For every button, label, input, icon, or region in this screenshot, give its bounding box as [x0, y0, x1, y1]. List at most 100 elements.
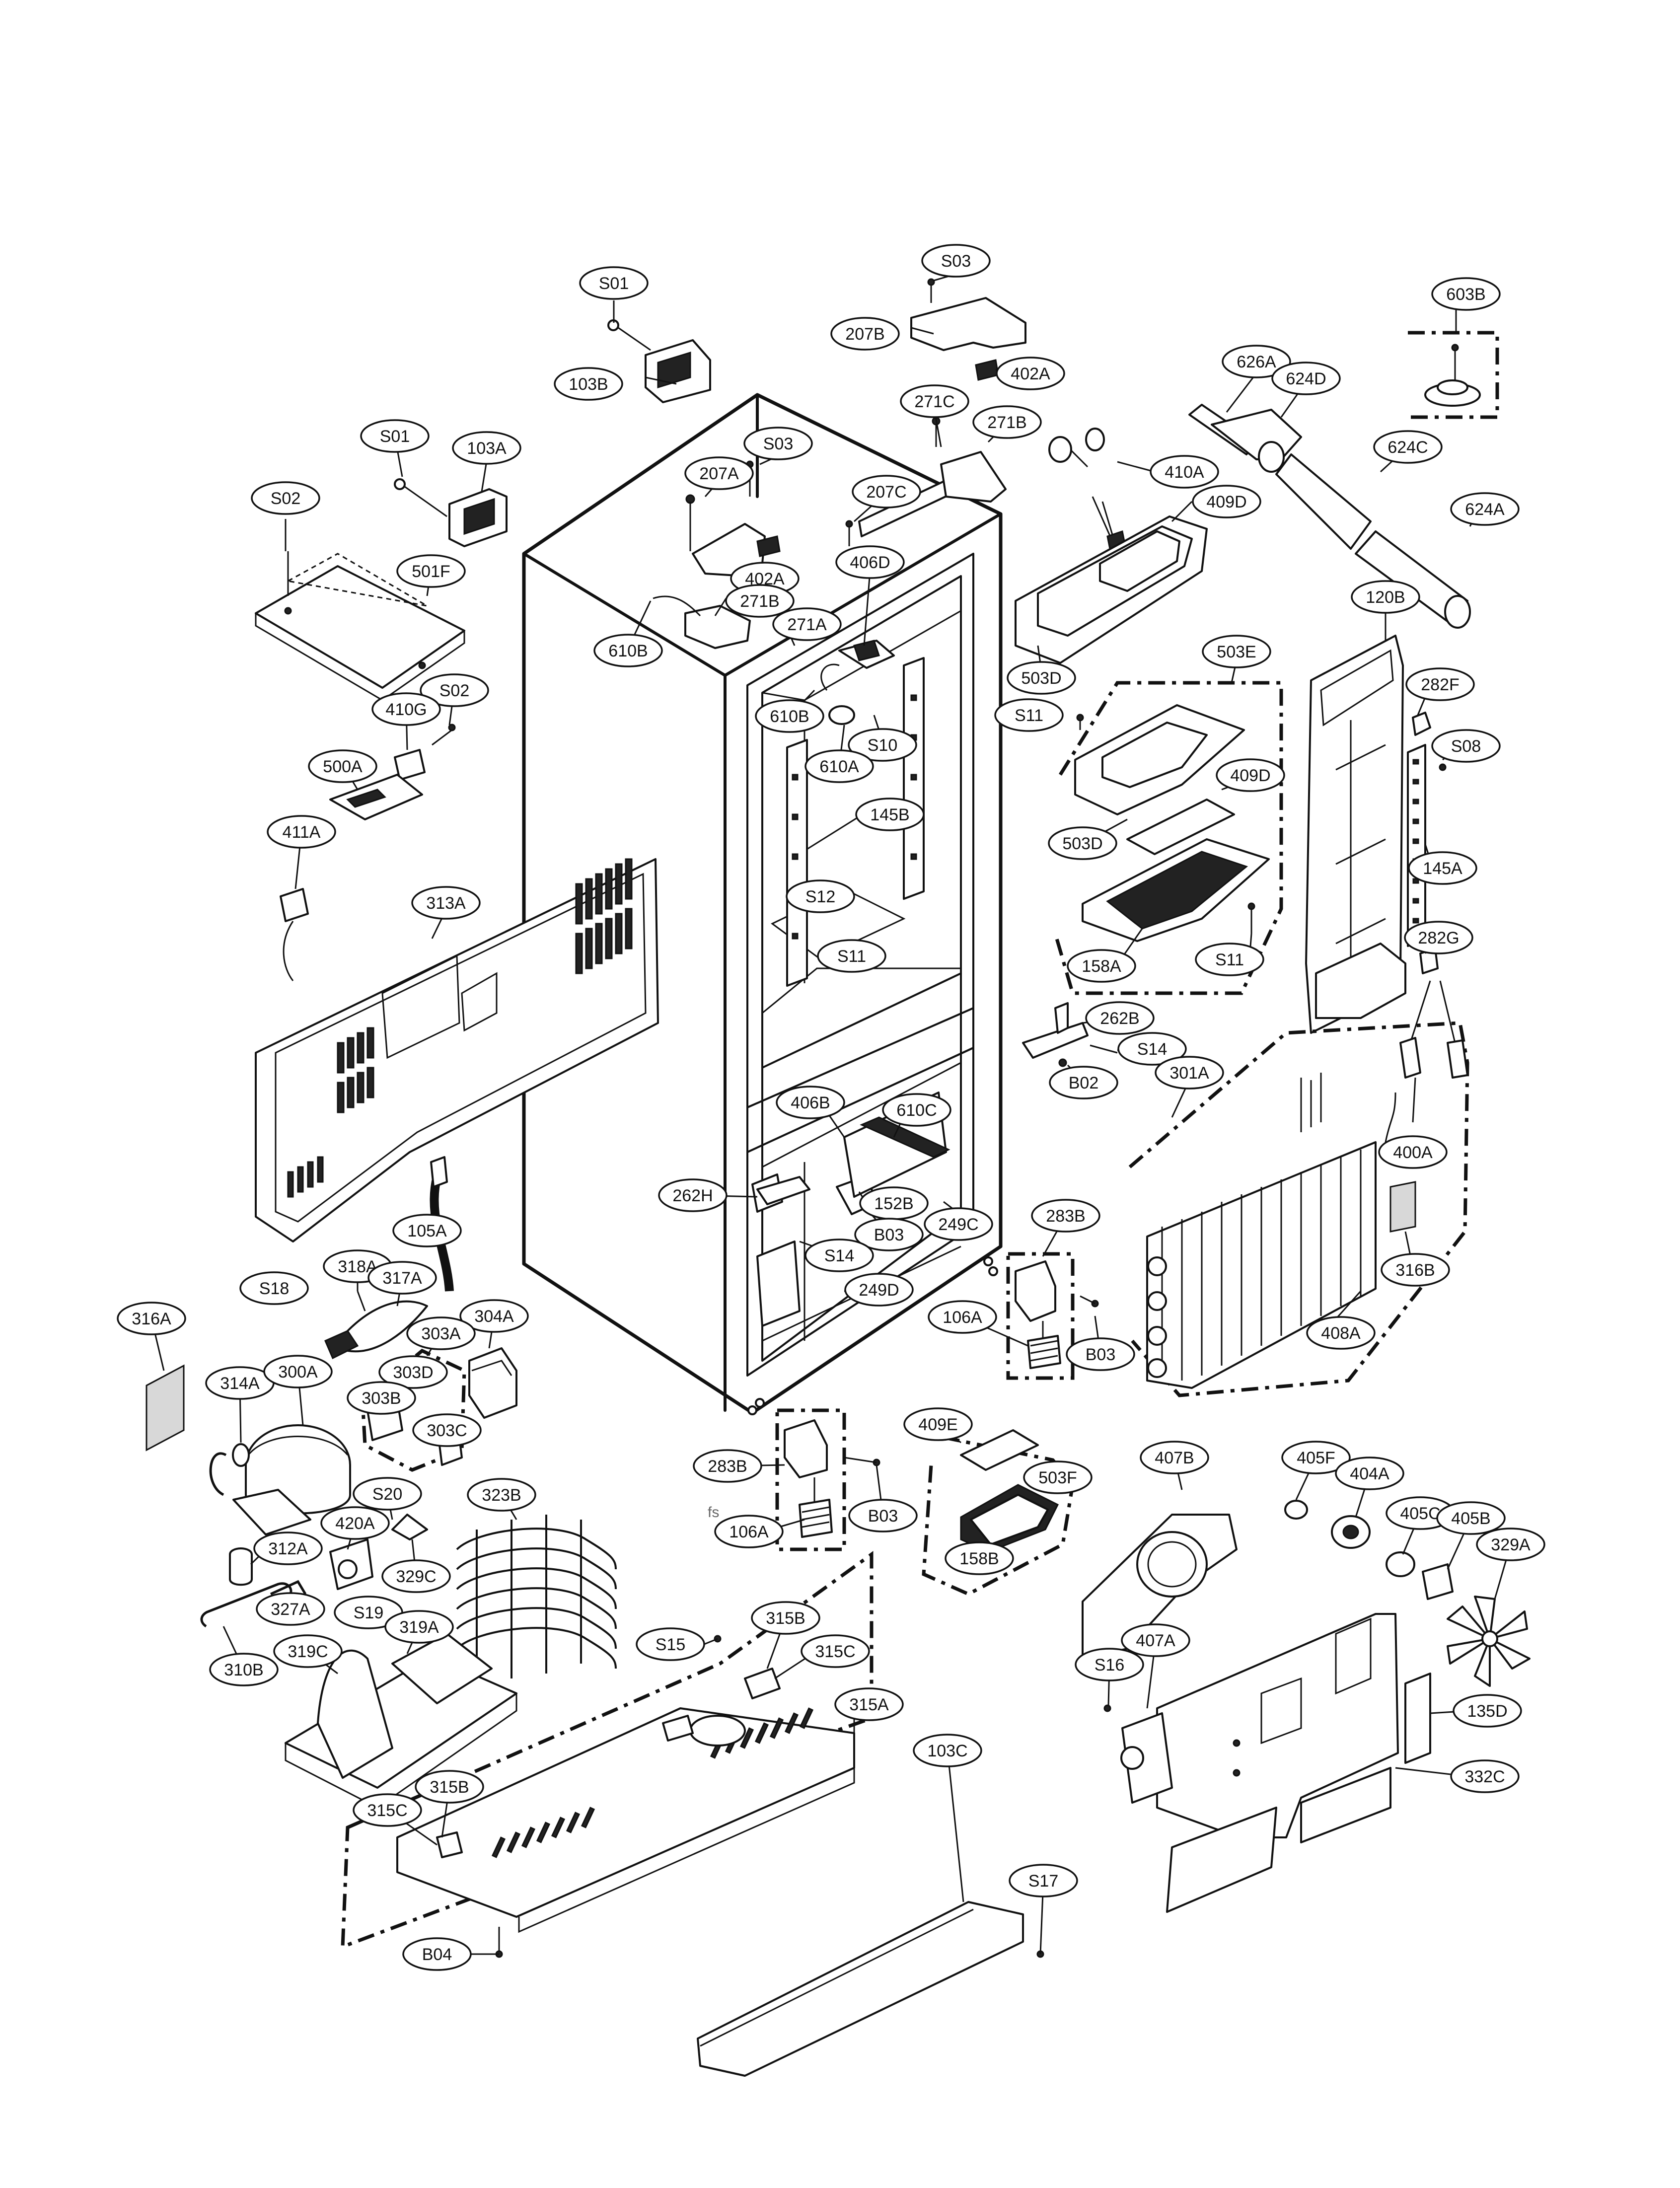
- callout-label: 406D: [850, 553, 890, 572]
- callout-label: 323B: [482, 1486, 521, 1505]
- callout-label: 626A: [1237, 353, 1276, 371]
- callout-oval: [725, 584, 795, 618]
- callout-label: 315B: [430, 1778, 469, 1797]
- callout-oval: [371, 692, 441, 726]
- callout-313a: 313A: [411, 886, 481, 920]
- callout-label: 319A: [399, 1618, 439, 1637]
- callout-b02: B02: [1049, 1066, 1118, 1099]
- callout-oval: [801, 1634, 870, 1668]
- callout-303c: 303C: [412, 1413, 482, 1447]
- callout-oval: [1431, 729, 1501, 763]
- callout-315a: 315A: [834, 1687, 904, 1721]
- callout-label: 405F: [1297, 1449, 1335, 1467]
- callout-271b: 271B: [972, 405, 1042, 439]
- callout-410a: 410A: [1150, 455, 1219, 489]
- callout-label: 319C: [288, 1642, 328, 1661]
- callout-label: S11: [1215, 950, 1244, 969]
- callout-oval: [384, 1610, 454, 1644]
- callout-319c: 319C: [273, 1634, 343, 1668]
- callout-oval: [406, 1316, 476, 1350]
- callout-oval: [420, 673, 489, 707]
- callout-label: S20: [372, 1485, 403, 1504]
- cabinet: [522, 393, 1007, 1415]
- callout-oval: [844, 1273, 914, 1307]
- callout-label: 610A: [819, 757, 859, 776]
- callout-106a: 106A: [928, 1300, 997, 1334]
- callout-label: 207B: [845, 325, 884, 344]
- callout-409d: 409D: [1216, 758, 1285, 792]
- callout-624d: 624D: [1271, 362, 1341, 395]
- callout-b03: B03: [854, 1218, 924, 1251]
- callout-label: 207C: [866, 483, 906, 502]
- callout-oval: [353, 1793, 422, 1827]
- callout-406d: 406D: [835, 545, 905, 579]
- callout-oval: [1373, 430, 1443, 464]
- callout-label: 503E: [1217, 643, 1256, 661]
- callout-s20: S20: [353, 1477, 422, 1511]
- callout-label: 262B: [1100, 1009, 1139, 1028]
- callout-label: 406B: [791, 1094, 830, 1112]
- callout-106a: 106A: [714, 1515, 784, 1548]
- callout-label: 603B: [1446, 285, 1485, 304]
- callout-s16: S16: [1075, 1648, 1144, 1681]
- callout-329a: 329A: [1476, 1528, 1545, 1561]
- callout-103c: 103C: [913, 1734, 982, 1767]
- callout-oval: [1085, 1001, 1155, 1035]
- callout-label: 409E: [918, 1415, 957, 1434]
- callout-271b: 271B: [725, 584, 795, 618]
- callout-label: 405C: [1400, 1504, 1440, 1523]
- callout-oval: [1271, 362, 1341, 395]
- callout-label: S11: [1015, 706, 1043, 725]
- callout-label: 283B: [1046, 1207, 1085, 1226]
- callout-oval: [1121, 1623, 1190, 1657]
- callout-s11: S11: [1195, 943, 1264, 976]
- callout-oval: [1048, 826, 1117, 860]
- top-parts: [255, 278, 1026, 725]
- callout-408a: 408A: [1306, 1316, 1376, 1350]
- callout-oval: [308, 749, 377, 783]
- callout-oval: [972, 405, 1042, 439]
- callout-oval: [804, 749, 874, 783]
- callout-135d: 135D: [1453, 1694, 1522, 1728]
- callout-label: 411A: [283, 823, 321, 842]
- callout-317a: 317A: [367, 1261, 437, 1295]
- callout-label: 304A: [474, 1307, 514, 1326]
- callout-oval: [239, 1271, 309, 1305]
- callout-oval: [1195, 943, 1264, 976]
- callout-oval: [755, 699, 824, 733]
- callout-603b: 603B: [1431, 277, 1501, 311]
- callout-label: 503F: [1038, 1468, 1077, 1487]
- callout-oval: [411, 886, 481, 920]
- callout-s01: S01: [579, 266, 649, 300]
- callout-oval: [367, 1261, 437, 1295]
- callout-304a: 304A: [459, 1299, 529, 1333]
- callout-oval: [1075, 1648, 1144, 1681]
- callout-249c: 249C: [924, 1207, 993, 1241]
- callout-oval: [751, 1601, 820, 1635]
- callout-label: 313A: [426, 894, 466, 913]
- callout-label: 106A: [943, 1308, 982, 1327]
- callout-503e: 503E: [1202, 635, 1271, 668]
- callout-label: 301A: [1169, 1064, 1209, 1083]
- callout-oval: [1476, 1528, 1545, 1561]
- callout-label: 282G: [1418, 929, 1459, 948]
- callout-label: 624C: [1388, 438, 1428, 457]
- callout-262h: 262H: [658, 1178, 728, 1212]
- callout-label: 315B: [766, 1609, 805, 1628]
- callout-oval: [412, 1413, 482, 1447]
- callout-oval: [267, 815, 336, 849]
- callout-label: 409D: [1230, 766, 1270, 785]
- callout-label: 303D: [393, 1363, 433, 1382]
- callout-label: 303B: [362, 1389, 401, 1408]
- callout-s10: S10: [848, 728, 917, 762]
- callout-oval: [830, 317, 900, 351]
- callout-label: S14: [1137, 1040, 1168, 1059]
- callout-207a: 207A: [684, 456, 754, 490]
- right-top-parts: [1015, 331, 1499, 1034]
- callout-oval: [994, 698, 1064, 732]
- callout-oval: [854, 1218, 924, 1251]
- callout-282f: 282F: [1405, 667, 1475, 701]
- callout-label: 135D: [1467, 1702, 1507, 1721]
- callout-oval: [1405, 667, 1475, 701]
- callout-label: 262H: [672, 1186, 713, 1205]
